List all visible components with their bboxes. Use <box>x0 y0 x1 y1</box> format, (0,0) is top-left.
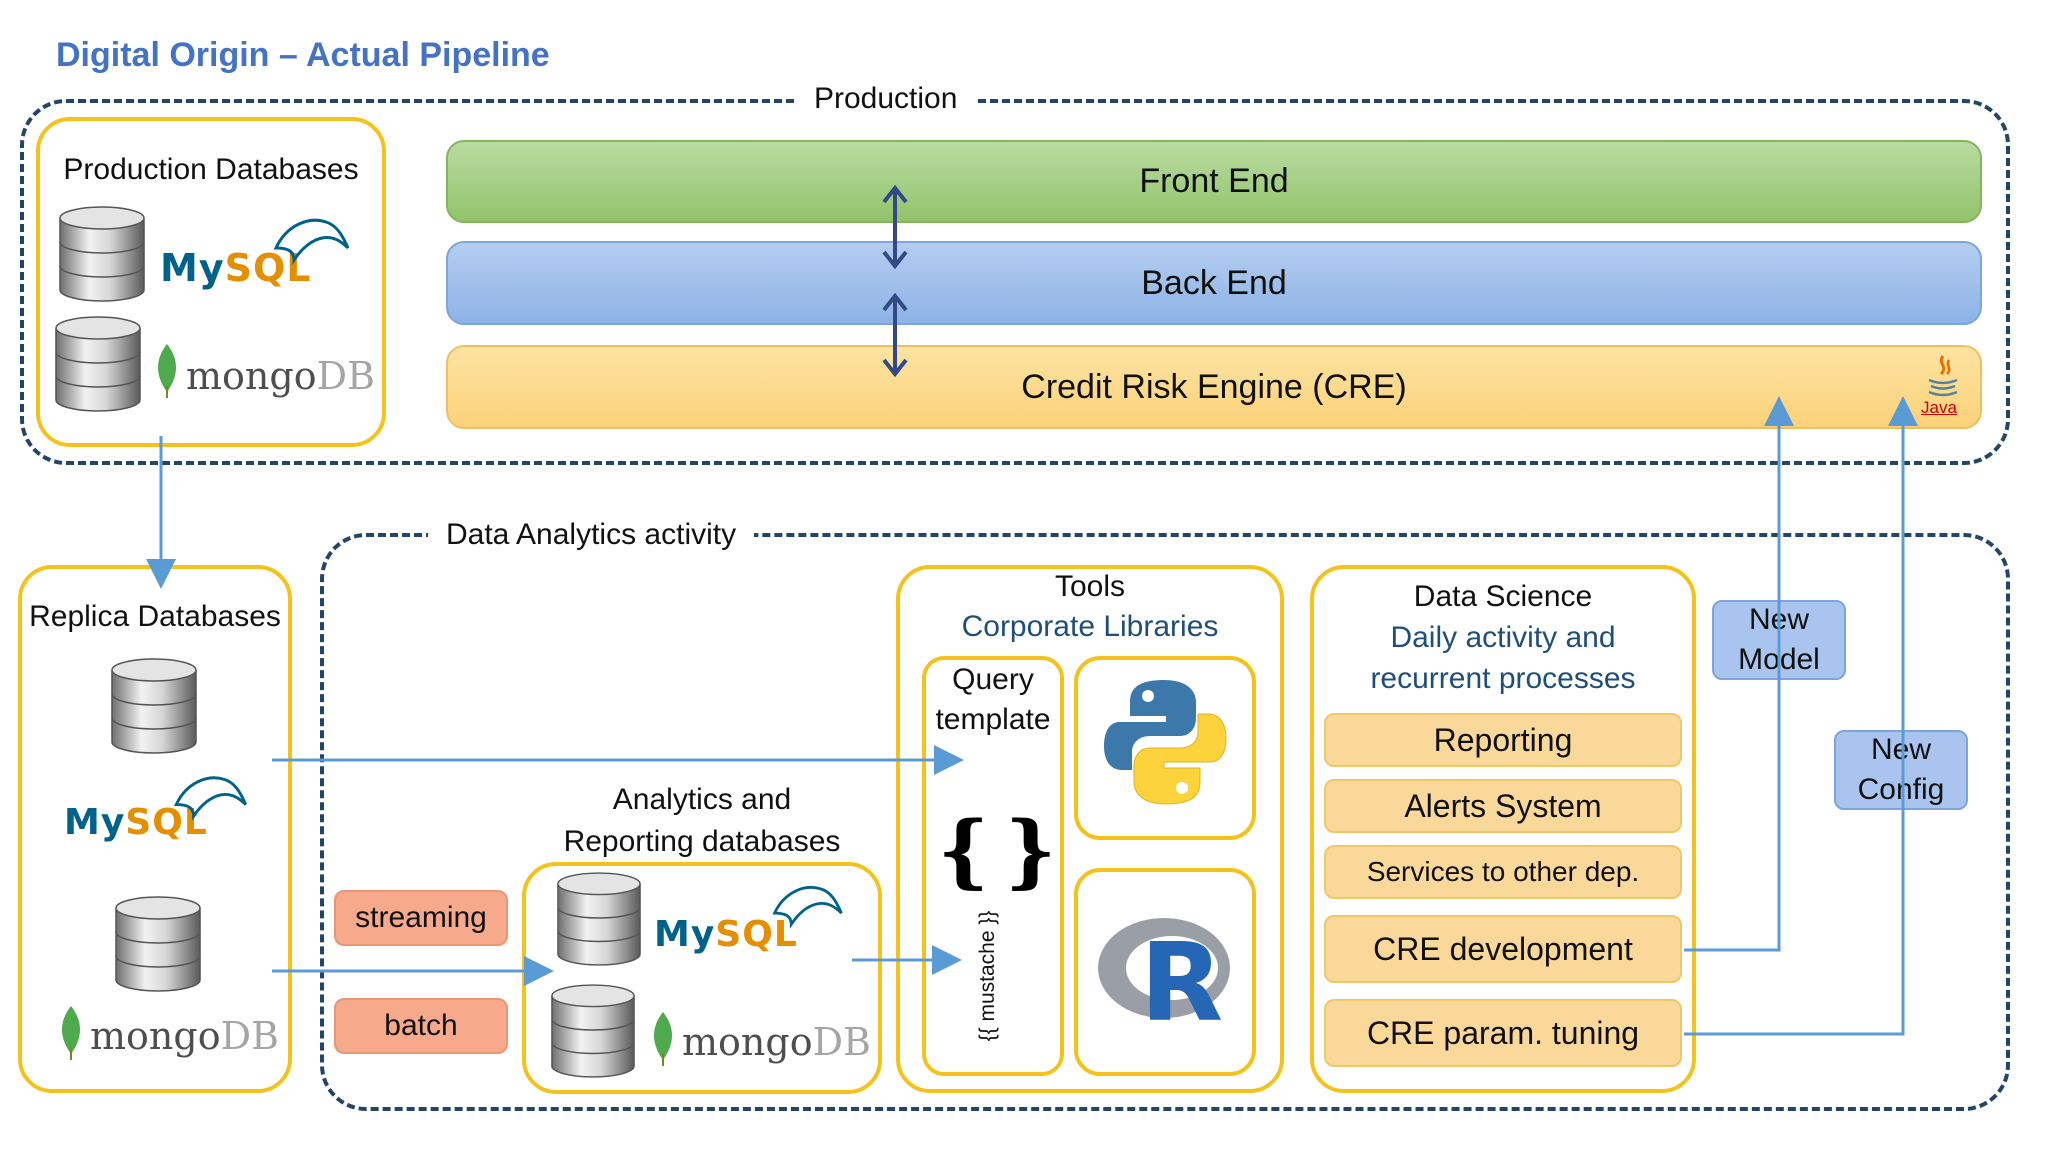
data-science-title: Data Science <box>1413 580 1593 613</box>
reporting-item: Reporting <box>1324 713 1682 767</box>
production-region <box>20 99 2010 465</box>
cre-label: Credit Risk Engine (CRE) <box>1021 367 1407 406</box>
cre-param-tuning-item: CRE param. tuning <box>1324 999 1682 1067</box>
production-label: Production <box>796 82 976 116</box>
database-icon <box>59 206 145 302</box>
database-icon <box>111 658 197 754</box>
database-icon <box>557 872 641 966</box>
data-analytics-region <box>320 533 2010 1111</box>
mysql-logo: MySQL <box>64 802 208 843</box>
new-model-arrow <box>1684 396 1794 952</box>
mysql-dolphin-icon <box>174 776 248 821</box>
batch-text: batch <box>384 1009 458 1042</box>
r-logo-letter: R <box>1140 921 1224 1046</box>
streaming-text: streaming <box>355 901 487 934</box>
cre-param-tuning-label: CRE param. tuning <box>1366 1014 1640 1051</box>
java-logo-label: Java <box>1921 398 1957 417</box>
new-config-arrow <box>1684 396 1918 1036</box>
page-title: Digital Origin – Actual Pipeline <box>56 36 550 74</box>
alerts-system-item: Alerts System <box>1324 779 1682 833</box>
production-databases-title: Production Databases <box>63 153 359 186</box>
batch-label: batch <box>334 998 508 1054</box>
services-label: Services to other dep. <box>1366 856 1640 887</box>
data-science-subtitle-line2: recurrent processes <box>1370 662 1636 695</box>
front-end-layer: Front End <box>446 140 1982 223</box>
front-end-label: Front End <box>1139 162 1289 200</box>
tools-title: Tools <box>1054 570 1126 603</box>
back-end-label: Back End <box>1141 263 1287 302</box>
java-logo-icon <box>1928 355 1958 397</box>
cre-development-label: CRE development <box>1373 930 1633 967</box>
mongodb-logo: mongoDB <box>682 1020 871 1064</box>
back-cre-double-arrow <box>882 292 908 378</box>
mongodb-leaf-icon <box>653 1012 673 1066</box>
replica-databases-title: Replica Databases <box>29 600 281 633</box>
database-icon <box>551 984 635 1078</box>
mysql-dolphin-icon <box>273 218 350 265</box>
mysql-logo: MySQL <box>654 914 798 955</box>
alerts-system-label: Alerts System <box>1404 787 1602 824</box>
mysql-logo: MySQL <box>160 246 312 290</box>
data-science-subtitle-line1: Daily activity and <box>1390 621 1616 654</box>
data-analytics-label: Data Analytics activity <box>428 518 755 552</box>
mongodb-logo: mongoDB <box>186 354 375 398</box>
query-template-line1: Query <box>952 663 1034 696</box>
python-logo-icon <box>1104 680 1227 805</box>
cre-development-item: CRE development <box>1324 915 1682 983</box>
r-logo-icon <box>1098 918 1230 1018</box>
mongodb-logo: mongoDB <box>90 1014 279 1058</box>
query-template-line2: template <box>935 703 1051 736</box>
back-end-layer: Back End <box>446 241 1982 325</box>
analytics-db-title-line2: Reporting databases <box>563 825 841 858</box>
analytics-db-title-line1: Analytics and <box>612 783 792 816</box>
database-icon <box>115 896 201 992</box>
tools-subtitle: Corporate Libraries <box>961 610 1219 643</box>
mysql-dolphin-icon <box>772 886 843 929</box>
services-item: Services to other dep. <box>1324 845 1682 899</box>
front-back-double-arrow <box>882 184 908 270</box>
mustache-braces-logo: { } <box>937 803 1057 897</box>
database-icon <box>55 316 141 412</box>
cre-layer: Credit Risk Engine (CRE) <box>446 345 1982 429</box>
mongodb-leaf-icon <box>61 1006 81 1060</box>
reporting-label: Reporting <box>1433 721 1573 758</box>
query-template-box <box>922 656 1064 1076</box>
new-config-line2: Config <box>1857 773 1945 806</box>
mongodb-leaf-icon <box>157 344 177 398</box>
streaming-label: streaming <box>334 890 508 946</box>
new-config-line1: New <box>1870 733 1931 766</box>
replica-databases-box <box>18 565 292 1093</box>
